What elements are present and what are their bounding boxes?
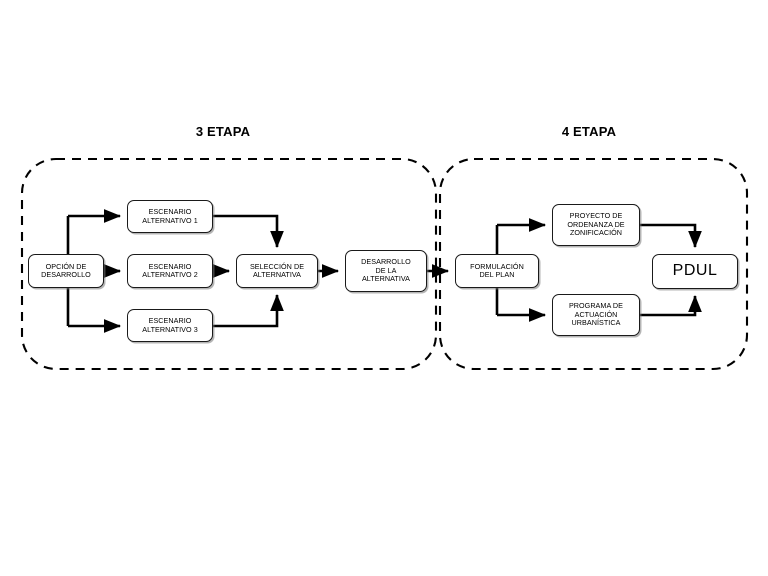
node-formulacion-del-plan[interactable]: FORMULACIÓN DEL PLAN — [455, 254, 539, 288]
node-label: ESCENARIO ALTERNATIVO 1 — [142, 207, 198, 225]
node-escenario-alternativo-2[interactable]: ESCENARIO ALTERNATIVO 2 — [127, 254, 213, 288]
connector-programa-to-pdul — [640, 294, 702, 317]
node-label: PDUL — [672, 262, 718, 280]
node-escenario-alternativo-3[interactable]: ESCENARIO ALTERNATIVO 3 — [127, 309, 213, 342]
node-label: FORMULACIÓN DEL PLAN — [470, 261, 524, 279]
node-label: PROGRAMA DE ACTUACIÓN URBANÍSTICA — [568, 301, 624, 328]
node-programa-de-actuacion-urbanistica[interactable]: PROGRAMA DE ACTUACIÓN URBANÍSTICA — [552, 294, 640, 336]
node-seleccion-de-alternativa[interactable]: SELECCIÓN DE ALTERNATIVA — [236, 254, 318, 288]
connector-escenario-1-to-seleccion — [213, 214, 284, 249]
node-desarrollo-de-la-alternativa[interactable]: DESARROLLO DE LA ALTERNATIVA — [345, 250, 427, 292]
node-label: ESCENARIO ALTERNATIVO 2 — [142, 261, 198, 279]
node-escenario-alternativo-1[interactable]: ESCENARIO ALTERNATIVO 1 — [127, 200, 213, 233]
group-box-stage-4 — [438, 157, 749, 371]
node-proyecto-de-ordenanza-de-zonificacion[interactable]: PROYECTO DE ORDENANZA DE ZONIFICACIÓN — [552, 204, 640, 246]
node-label: OPCIÓN DE DESARROLLO — [41, 261, 91, 279]
node-label: ESCENARIO ALTERNATIVO 3 — [142, 316, 198, 334]
node-label: SELECCIÓN DE ALTERNATIVA — [249, 261, 305, 279]
stage-title-4: 4 ETAPA — [561, 124, 617, 139]
connector-proyecto-to-pdul — [640, 223, 702, 249]
node-pdul[interactable]: PDUL — [652, 254, 738, 289]
node-label: DESARROLLO DE LA ALTERNATIVA — [361, 257, 411, 284]
group-box-stage-3 — [20, 157, 438, 371]
connector-escenario-3-to-seleccion — [213, 293, 284, 328]
node-label: PROYECTO DE ORDENANZA DE ZONIFICACIÓN — [567, 211, 625, 238]
node-opcion-de-desarrollo[interactable]: OPCIÓN DE DESARROLLO — [28, 254, 104, 288]
stage-title-3: 3 ETAPA — [195, 124, 251, 139]
